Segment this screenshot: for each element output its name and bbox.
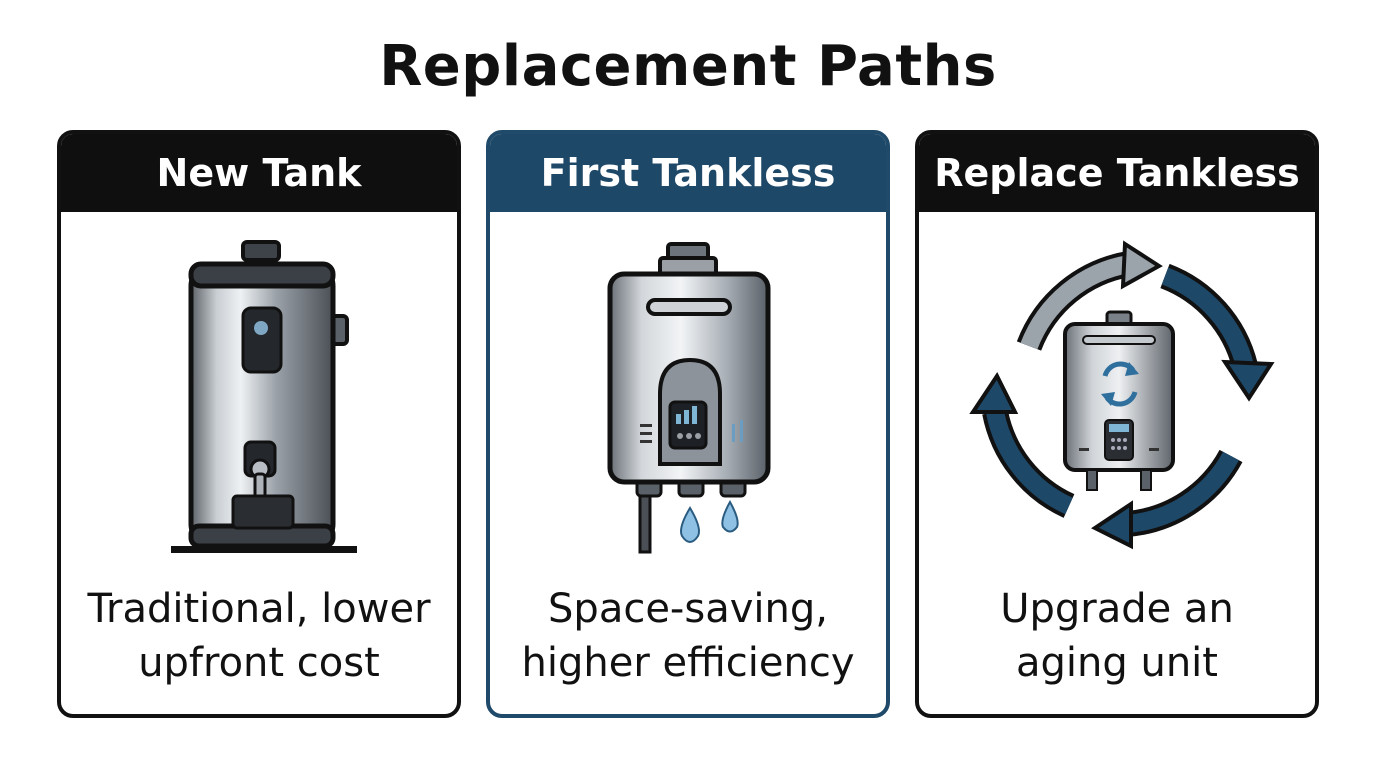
card-heading: Replace Tankless xyxy=(919,134,1315,212)
page-title: Replacement Paths xyxy=(379,34,997,99)
card-heading: New Tank xyxy=(61,134,457,212)
tank-water-heater-icon xyxy=(61,216,457,576)
description-line: Upgrade an xyxy=(1000,586,1234,632)
description-line: higher efficiency xyxy=(521,640,855,686)
replace-cycle-icon xyxy=(919,216,1315,576)
description-line: Traditional, lower xyxy=(87,586,431,632)
description-line: aging unit xyxy=(1016,640,1218,686)
description-line: upfront cost xyxy=(138,640,380,686)
card-replace-tankless: Replace Tankless xyxy=(915,130,1319,718)
card-new-tank: New Tank xyxy=(57,130,461,718)
card-description: Upgrade an aging unit xyxy=(929,582,1305,690)
description-line: Space-saving, xyxy=(548,586,828,632)
card-description: Space-saving, higher efficiency xyxy=(500,582,876,690)
card-first-tankless: First Tankless xyxy=(486,130,890,718)
card-heading: First Tankless xyxy=(490,134,886,212)
tankless-water-heater-icon xyxy=(490,216,886,576)
card-description: Traditional, lower upfront cost xyxy=(71,582,447,690)
